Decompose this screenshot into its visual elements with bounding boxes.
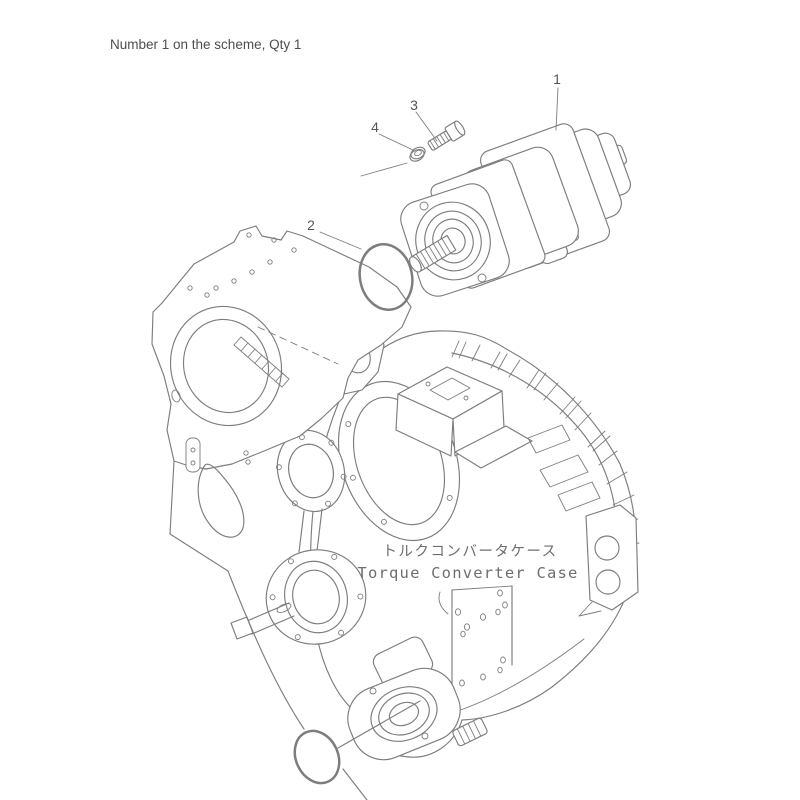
- bottom-leader-line: [337, 700, 421, 749]
- case-rim: [451, 352, 618, 537]
- pump-assembly: [400, 123, 632, 297]
- side-bracket: [578, 504, 639, 617]
- vent-grille: [452, 717, 488, 747]
- callout-3: 3: [410, 97, 418, 113]
- teardrop-lobe: [197, 463, 245, 538]
- o-ring-bottom: [293, 729, 341, 785]
- plate-bolt-holes: [171, 232, 297, 465]
- callout-3-leader: [415, 111, 438, 142]
- case-label-english: Torque Converter Case: [357, 564, 578, 582]
- lower-bearing-assembly: [230, 549, 367, 645]
- lower-web: [169, 460, 229, 572]
- case-boss-block: [395, 366, 533, 469]
- plate-bore: [169, 305, 283, 427]
- pump-spline-shaft: [409, 234, 457, 273]
- washer: [409, 146, 426, 162]
- case-label-japanese: トルクコンバータケース: [382, 543, 557, 560]
- callouts: 1 2 3 4: [307, 71, 561, 250]
- callout-1-leader: [555, 87, 559, 131]
- callout-4: 4: [371, 119, 379, 135]
- front-cover-plate: [151, 225, 412, 730]
- callout-1: 1: [553, 71, 561, 87]
- note-text: Number 1 on the scheme, Qty 1: [110, 37, 301, 52]
- callout-2-leader: [319, 231, 362, 250]
- callout-4-leader: [378, 133, 414, 151]
- spline-slot: [233, 336, 290, 388]
- o-ring: [358, 243, 414, 311]
- plate-tab: [185, 437, 201, 473]
- callout-2: 2: [307, 217, 315, 233]
- torque-converter-case: [230, 330, 640, 761]
- case-ribs-right: [527, 424, 601, 512]
- mounting-bolt: [427, 120, 466, 151]
- alignment-dash-line: [257, 326, 339, 365]
- bearing-flange: [275, 429, 347, 553]
